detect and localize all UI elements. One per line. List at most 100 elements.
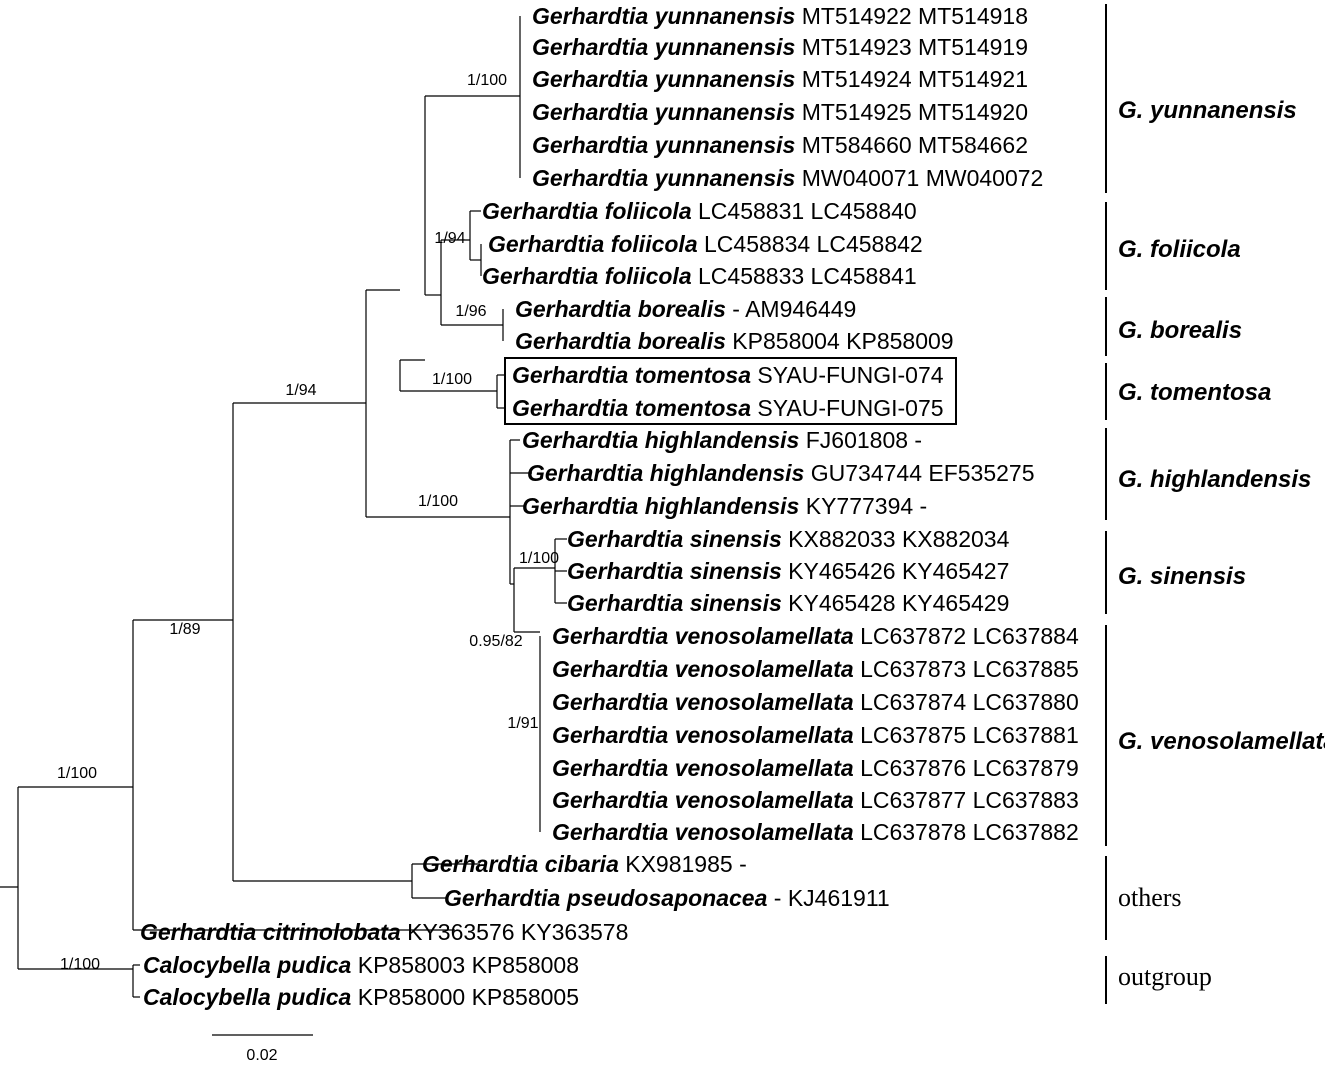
taxon-accessions: MT584660 MT584662 [795,132,1028,158]
taxon-accessions: MT514924 MT514921 [795,66,1028,92]
taxon-label: Gerhardtia sinensis KX882033 KX882034 [567,526,1010,552]
new-species-highlight-box [504,357,957,425]
taxon-label: Gerhardtia cibaria KX981985 - [422,851,747,877]
clade-label: G. tomentosa [1118,379,1271,406]
taxon-accessions: KX882033 KX882034 [782,526,1010,552]
taxon-accessions: GU734744 EF535275 [804,460,1034,486]
support-value: 1/100 [418,493,458,510]
taxon-name: Gerhardtia yunnanensis [532,66,795,92]
taxon-accessions: KX981985 - [619,851,747,877]
taxon-label: Gerhardtia foliicola LC458834 LC458842 [488,231,923,257]
taxon-name: Gerhardtia citrinolobata [140,919,401,945]
taxon-accessions: LC637874 LC637880 [854,689,1079,715]
taxon-name: Gerhardtia borealis [515,296,726,322]
clade-label: G. borealis [1118,317,1242,344]
taxon-accessions: KY465428 KY465429 [782,590,1010,616]
taxon-name: Gerhardtia pseudosaponacea [444,885,768,911]
taxon-label: Gerhardtia sinensis KY465426 KY465427 [567,558,1009,584]
taxon-label: Gerhardtia highlandensis FJ601808 - [522,427,922,453]
taxon-name: Gerhardtia foliicola [482,198,692,224]
taxon-accessions: MT514922 MT514918 [795,3,1028,29]
taxon-label: Calocybella pudica KP858000 KP858005 [143,984,579,1010]
taxon-name: Gerhardtia yunnanensis [532,165,795,191]
taxon-name: Gerhardtia highlandensis [522,427,799,453]
taxon-name: Gerhardtia yunnanensis [532,132,795,158]
taxon-name: Gerhardtia tomentosa [512,362,751,388]
support-value: 1/94 [434,230,465,247]
taxon-name: Calocybella pudica [143,984,352,1010]
taxon-label: Gerhardtia borealis - AM946449 [515,296,856,322]
taxon-accessions: LC458833 LC458841 [692,263,917,289]
support-value: 1/100 [519,550,559,567]
taxon-label: Gerhardtia yunnanensis MT514924 MT514921 [532,66,1028,92]
clade-label: others [1118,883,1182,912]
support-value: 1/96 [455,303,486,320]
taxon-accessions: KP858000 KP858005 [351,984,579,1010]
taxon-accessions: LC637875 LC637881 [854,722,1079,748]
taxon-name: Gerhardtia cibaria [422,851,619,877]
support-value: 1/100 [60,956,100,973]
taxon-name: Gerhardtia highlandensis [527,460,804,486]
taxon-label: Gerhardtia venosolamellata LC637876 LC63… [552,755,1079,781]
clade-label: G. venosolamellata [1118,728,1325,755]
taxon-label: Gerhardtia foliicola LC458833 LC458841 [482,263,917,289]
taxon-accessions: - KJ461911 [767,885,889,911]
taxon-name: Gerhardtia foliicola [482,263,692,289]
support-value: 1/100 [57,765,97,782]
support-value: 1/94 [285,382,316,399]
taxon-label: Gerhardtia venosolamellata LC637877 LC63… [552,787,1079,813]
taxon-accessions: KY777394 - [799,493,927,519]
taxon-name: Gerhardtia venosolamellata [552,689,854,715]
taxon-label: Gerhardtia venosolamellata LC637874 LC63… [552,689,1079,715]
clade-label: G. yunnanensis [1118,97,1297,124]
taxon-name: Gerhardtia tomentosa [512,395,751,421]
taxon-accessions: KP858003 KP858008 [351,952,579,978]
taxon-name: Calocybella pudica [143,952,352,978]
taxon-label: Gerhardtia venosolamellata LC637878 LC63… [552,819,1079,845]
taxon-accessions: LC637878 LC637882 [854,819,1079,845]
taxon-label: Gerhardtia pseudosaponacea - KJ461911 [444,885,890,911]
taxon-label: Gerhardtia yunnanensis MW040071 MW040072 [532,165,1043,191]
taxon-label: Gerhardtia venosolamellata LC637872 LC63… [552,623,1079,649]
support-value: 1/100 [432,371,472,388]
taxon-accessions: MT514925 MT514920 [795,99,1028,125]
taxon-label: Gerhardtia highlandensis KY777394 - [522,493,927,519]
taxon-label: Gerhardtia tomentosa SYAU-FUNGI-074 [512,362,944,388]
taxon-label: Gerhardtia yunnanensis MT584660 MT584662 [532,132,1028,158]
taxon-accessions: SYAU-FUNGI-075 [751,395,944,421]
taxon-accessions: FJ601808 - [799,427,922,453]
taxon-label: Gerhardtia yunnanensis MT514922 MT514918 [532,3,1028,29]
taxon-name: Gerhardtia venosolamellata [552,623,854,649]
taxon-name: Gerhardtia sinensis [567,590,782,616]
taxon-name: Gerhardtia foliicola [488,231,698,257]
taxon-accessions: SYAU-FUNGI-074 [751,362,944,388]
taxon-name: Gerhardtia yunnanensis [532,99,795,125]
tree-branches [0,16,567,998]
scale-bar-label: 0.02 [246,1047,277,1064]
taxon-accessions: LC637872 LC637884 [854,623,1079,649]
taxon-label: Gerhardtia venosolamellata LC637875 LC63… [552,722,1079,748]
taxon-label: Gerhardtia tomentosa SYAU-FUNGI-075 [512,395,944,421]
taxon-name: Gerhardtia yunnanensis [532,3,795,29]
taxon-label: Gerhardtia venosolamellata LC637873 LC63… [552,656,1079,682]
taxon-label: Gerhardtia yunnanensis MT514925 MT514920 [532,99,1028,125]
taxon-label: Gerhardtia citrinolobata KY363576 KY3635… [140,919,628,945]
taxon-label: Calocybella pudica KP858003 KP858008 [143,952,579,978]
support-value: 1/100 [467,72,507,89]
support-value: 1/89 [169,621,200,638]
taxon-name: Gerhardtia venosolamellata [552,819,854,845]
taxon-accessions: LC458834 LC458842 [698,231,923,257]
taxon-label: Gerhardtia highlandensis GU734744 EF5352… [527,460,1035,486]
taxon-labels: Gerhardtia yunnanensis MT514922 MT514918… [140,3,1079,1010]
taxon-label: Gerhardtia sinensis KY465428 KY465429 [567,590,1009,616]
taxon-accessions: LC458831 LC458840 [692,198,917,224]
taxon-accessions: KY363576 KY363578 [401,919,629,945]
taxon-name: Gerhardtia sinensis [567,526,782,552]
taxon-label: Gerhardtia yunnanensis MT514923 MT514919 [532,34,1028,60]
taxon-accessions: LC637876 LC637879 [854,755,1079,781]
taxon-name: Gerhardtia yunnanensis [532,34,795,60]
support-value: 0.95/82 [469,633,522,650]
taxon-accessions: LC637877 LC637883 [854,787,1079,813]
taxon-accessions: - AM946449 [726,296,856,322]
